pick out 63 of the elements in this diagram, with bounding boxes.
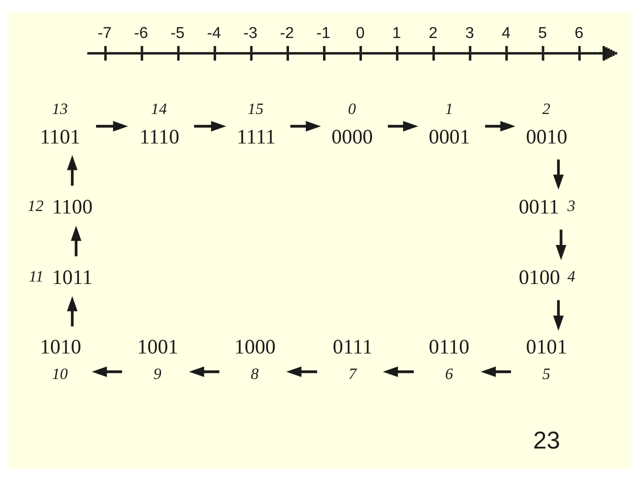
- node-label: 2: [542, 100, 550, 118]
- arrow: [556, 229, 566, 260]
- node-text: 1010: [40, 336, 82, 358]
- label: 23: [533, 426, 560, 454]
- arrow: [290, 120, 321, 132]
- label: -4: [206, 24, 222, 42]
- node-text: 0000: [332, 126, 373, 148]
- label: 2: [428, 24, 438, 42]
- arrow: [189, 366, 220, 377]
- arrow: [286, 366, 318, 377]
- label: 5: [538, 24, 547, 42]
- arrow: [96, 120, 128, 132]
- arrow: [485, 120, 516, 132]
- node-label: 1: [445, 100, 454, 118]
- arrow: [480, 366, 512, 377]
- node-label: 9: [153, 365, 162, 382]
- node-label: 8: [250, 365, 259, 382]
- label: -2: [280, 24, 294, 42]
- node-label: 15: [248, 100, 264, 118]
- arrow: [66, 296, 78, 326]
- node-label: 7: [348, 365, 356, 382]
- label: 6: [574, 24, 584, 42]
- node-text: 0111: [332, 336, 373, 358]
- node-text: 1001: [137, 336, 178, 358]
- label: 4: [502, 24, 511, 42]
- arrow: [382, 366, 414, 377]
- arrow: [553, 158, 564, 190]
- node-text: 1011: [52, 266, 93, 288]
- node-text: 0100: [518, 266, 560, 288]
- node-text: 1000: [234, 336, 276, 358]
- node-label: 5: [542, 365, 550, 382]
- arrow: [194, 120, 226, 132]
- node-text: 1101: [40, 126, 80, 148]
- label: -1: [316, 24, 330, 42]
- node-text: 1110: [140, 126, 180, 148]
- node-label: 6: [445, 365, 454, 382]
- arrow: [66, 154, 78, 186]
- label: -3: [243, 24, 258, 42]
- label: -5: [170, 24, 185, 42]
- node-label: 14: [151, 100, 167, 118]
- node-text: 1100: [52, 196, 93, 218]
- node-label: 10: [52, 365, 68, 382]
- arrow: [388, 120, 418, 132]
- arrow: [70, 225, 82, 256]
- label: 3: [465, 24, 474, 42]
- label: -7: [98, 24, 112, 42]
- label: -6: [134, 24, 148, 42]
- node-label: 4: [567, 268, 576, 286]
- node-text: 0101: [526, 336, 568, 358]
- node-label: 0: [348, 100, 356, 118]
- node-text: 0011: [518, 196, 560, 218]
- arrow: [553, 300, 564, 330]
- node-text: 1111: [236, 126, 276, 148]
- node-label: 3: [567, 198, 576, 215]
- arrow: [92, 366, 122, 377]
- node-label: 13: [52, 100, 68, 118]
- label: 1: [392, 24, 402, 42]
- node-label: 11: [28, 268, 44, 286]
- label: 0: [356, 24, 365, 42]
- node-text: 0110: [428, 336, 470, 358]
- node-label: 12: [28, 198, 44, 215]
- node-text: 0010: [526, 126, 568, 148]
- node-text: 0001: [428, 126, 470, 148]
